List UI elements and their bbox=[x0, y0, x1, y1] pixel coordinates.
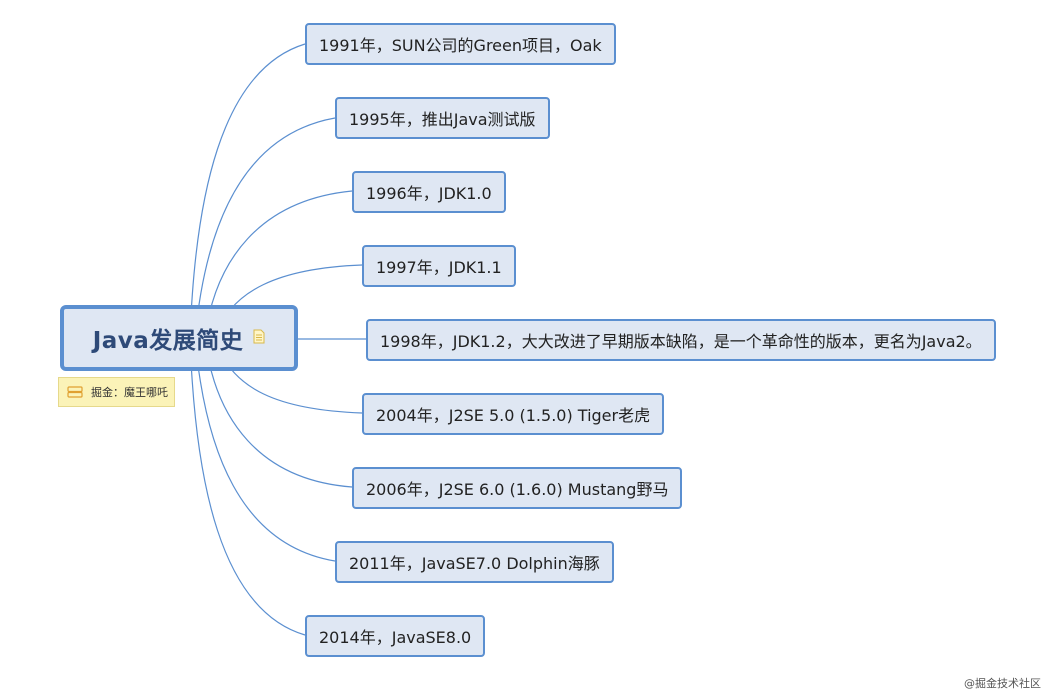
topic-2006[interactable]: 2006年，J2SE 6.0 (1.6.0) Mustang野马 bbox=[352, 467, 683, 509]
topic-2014[interactable]: 2014年，JavaSE8.0 bbox=[305, 615, 486, 657]
connector-1995 bbox=[194, 117, 336, 339]
topic-2011[interactable]: 2011年，JavaSE7.0 Dolphin海豚 bbox=[335, 541, 614, 583]
note-text: 掘金：魔王哪吒 bbox=[91, 386, 168, 399]
topic-1991[interactable]: 1991年，SUN公司的Green项目，Oak bbox=[305, 23, 616, 65]
author-note: 掘金：魔王哪吒 bbox=[58, 377, 175, 407]
note-icon bbox=[67, 383, 83, 402]
topic-1996[interactable]: 1996年，JDK1.0 bbox=[352, 171, 506, 213]
topic-1997[interactable]: 1997年，JDK1.1 bbox=[362, 245, 516, 287]
topic-1998[interactable]: 1998年，JDK1.2，大大改进了早期版本缺陷，是一个革命性的版本，更名为Ja… bbox=[366, 319, 996, 361]
connector-2014 bbox=[189, 337, 306, 636]
topic-2004[interactable]: 2004年，J2SE 5.0 (1.5.0) Tiger老虎 bbox=[362, 393, 665, 435]
root-title: Java发展简史 bbox=[92, 328, 244, 354]
connector-1991 bbox=[189, 43, 306, 339]
connector-2011 bbox=[194, 337, 336, 562]
document-icon[interactable] bbox=[253, 329, 265, 348]
topic-1995[interactable]: 1995年，推出Java测试版 bbox=[335, 97, 550, 139]
root-topic[interactable]: Java发展简史 bbox=[60, 305, 298, 371]
watermark: @掘金技术社区 bbox=[964, 677, 1041, 690]
